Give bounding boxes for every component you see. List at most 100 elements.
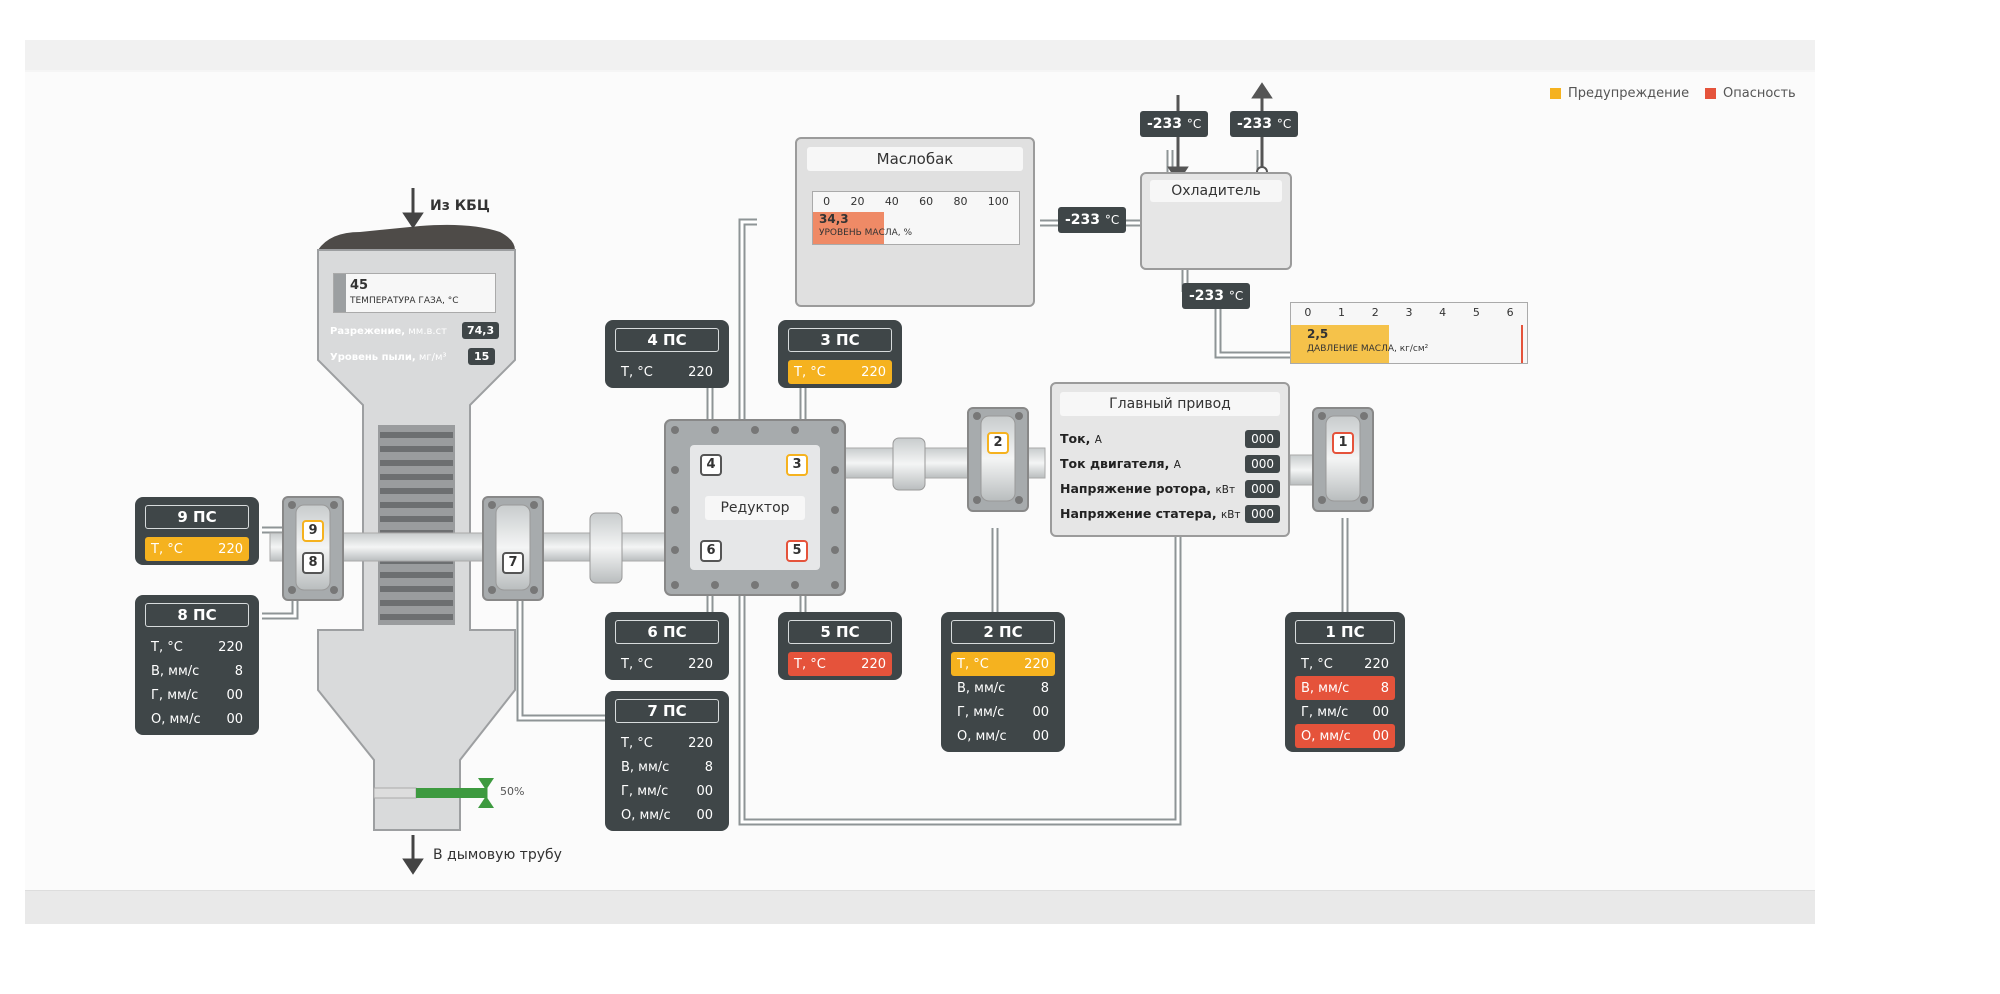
legend-danger-label: Опасность [1723,86,1796,101]
outlet-label: В дымовую трубу [433,847,562,863]
panel-2ps-v-value: 8 [1040,680,1049,696]
panel-2ps-temp-value: 220 [1024,656,1049,672]
vacuum-unit: мм.в.ст [408,326,447,337]
panel-2ps-row-o: О, мм/с 00 [951,724,1055,748]
panel-9ps-title: 9 ПС [145,505,249,529]
panel-9ps-temp-value: 220 [218,541,243,557]
drive-stator-voltage-label: Напряжение статера, кВт [1060,506,1240,521]
panel-1ps-temp-label: Т, °С [1301,656,1333,672]
badge-bearing-4[interactable]: 4 [700,454,722,476]
badge-bearing-3[interactable]: 3 [786,454,808,476]
panel-7ps-g-value: 00 [696,783,713,799]
panel-3ps-temp-value: 220 [861,364,886,380]
panel-9ps[interactable]: 9 ПС Т, °С 220 [135,497,259,565]
panel-1ps-g-label: Г, мм/с [1301,704,1349,720]
vacuum-label: Разрежение, [330,326,406,337]
oil-tank: Маслобак 0 20 40 60 80 100 34,3 УРОВЕНЬ … [795,137,1035,307]
panel-1ps-title: 1 ПС [1295,620,1395,644]
panel-2ps-row-v: В, мм/с 8 [951,676,1055,700]
panel-3ps-row-temp: Т, °С 220 [788,360,892,384]
panel-1ps-g-value: 00 [1372,704,1389,720]
panel-7ps-row-temp: Т, °С 220 [615,731,719,755]
badge-bearing-8[interactable]: 8 [302,552,324,574]
drive-current-value: 000 [1245,429,1280,448]
panel-1ps-temp-value: 220 [1364,656,1389,672]
cooler-left-temp: -233 °С [1058,207,1127,233]
badge-bearing-2[interactable]: 2 [987,432,1009,454]
drive-motor-current-key: Ток двигателя, [1060,456,1170,471]
badge-bearing-9[interactable]: 9 [302,520,324,542]
badge-bearing-6[interactable]: 6 [700,540,722,562]
legend-warning: Предупреждение [1550,86,1689,101]
panel-7ps-title: 7 ПС [615,699,719,723]
vacuum-row: Разрежение, мм.в.ст [330,326,447,337]
oil-scale-40: 40 [884,195,899,208]
panel-3ps-temp-label: Т, °С [794,364,826,380]
drive-stator-voltage-key: Напряжение статера, [1060,506,1217,521]
pressure-scale-4: 4 [1439,306,1447,319]
cooler-bottom-value: -233 [1189,288,1225,304]
panel-2ps-o-label: О, мм/с [957,728,1007,744]
pressure-value: 2,5 [1307,327,1329,341]
oil-scale-60: 60 [919,195,934,208]
legend-warning-label: Предупреждение [1568,86,1690,101]
panel-7ps-o-value: 00 [696,807,713,823]
dust-row: Уровень пыли, мг/м³ [330,352,447,363]
panel-7ps-v-value: 8 [704,759,713,775]
panel-7ps-temp-label: Т, °С [621,735,653,751]
panel-9ps-temp-label: Т, °С [151,541,183,557]
cooler-left-value: -233 [1065,212,1101,228]
reducer-title: Редуктор [705,496,805,520]
badge-bearing-1[interactable]: 1 [1332,432,1354,454]
panel-2ps-v-label: В, мм/с [957,680,1006,696]
drive-motor-current-value: 000 [1245,454,1280,473]
badge-bearing-7[interactable]: 7 [502,552,524,574]
badge-bearing-5[interactable]: 5 [786,540,808,562]
vacuum-value: 74,3 [462,322,500,339]
pressure-label: ДАВЛЕНИЕ МАСЛА, кг/см² [1307,344,1429,354]
panel-9ps-row-temp: Т, °С 220 [145,537,249,561]
panel-1ps-v-value: 8 [1380,680,1389,696]
oil-scale-100: 100 [987,195,1009,208]
panel-1ps-row-g: Г, мм/с 00 [1295,700,1395,724]
main-drive-title: Главный привод [1060,392,1280,416]
drive-current-unit: А [1094,434,1102,446]
drive-stator-voltage-unit: кВт [1220,509,1241,521]
drive-motor-current-label: Ток двигателя, А [1060,456,1181,471]
cooler-in-unit: °С [1186,117,1202,131]
cooler-out-unit: °С [1276,117,1292,131]
panel-5ps-temp-label: Т, °С [794,656,826,672]
drive-motor-current-unit: А [1173,459,1181,471]
cooler-in-value: -233 [1147,116,1183,132]
panel-8ps-g-value: 00 [226,687,243,703]
panel-7ps-temp-value: 220 [688,735,713,751]
panel-8ps-v-label: В, мм/с [151,663,200,679]
cooler-in-temp: -233 °С [1140,111,1209,137]
pressure-scale-6: 6 [1506,306,1514,319]
bottom-bar [25,890,1815,924]
legend-danger: Опасность [1705,86,1796,101]
panel-2ps-o-value: 00 [1032,728,1049,744]
panel-8ps-o-value: 00 [226,711,243,727]
pressure-scale-5: 5 [1472,306,1480,319]
